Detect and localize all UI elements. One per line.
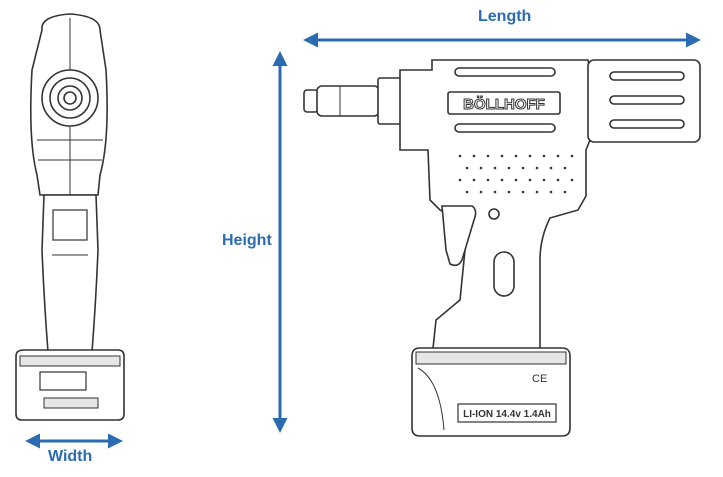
width-label: Width xyxy=(48,448,93,465)
front-view-tool xyxy=(15,13,125,421)
height-label: Height xyxy=(222,232,272,249)
side-view-nose xyxy=(303,89,319,113)
battery-label-plate xyxy=(457,403,557,423)
ce-mark: CE xyxy=(532,373,547,385)
handle-slot xyxy=(493,251,515,297)
trigger xyxy=(441,205,477,267)
side-view-logo-plate xyxy=(447,91,561,115)
brand-marking: BÖLLHOFF xyxy=(463,96,545,113)
grip-texture xyxy=(458,154,574,194)
side-view-tool: BÖLLHOFF LI-ION 14.4v 1.4Ah CE xyxy=(303,59,701,437)
length-label: Length xyxy=(478,8,532,25)
battery-label: LI-ION 14.4v 1.4Ah xyxy=(463,409,551,420)
